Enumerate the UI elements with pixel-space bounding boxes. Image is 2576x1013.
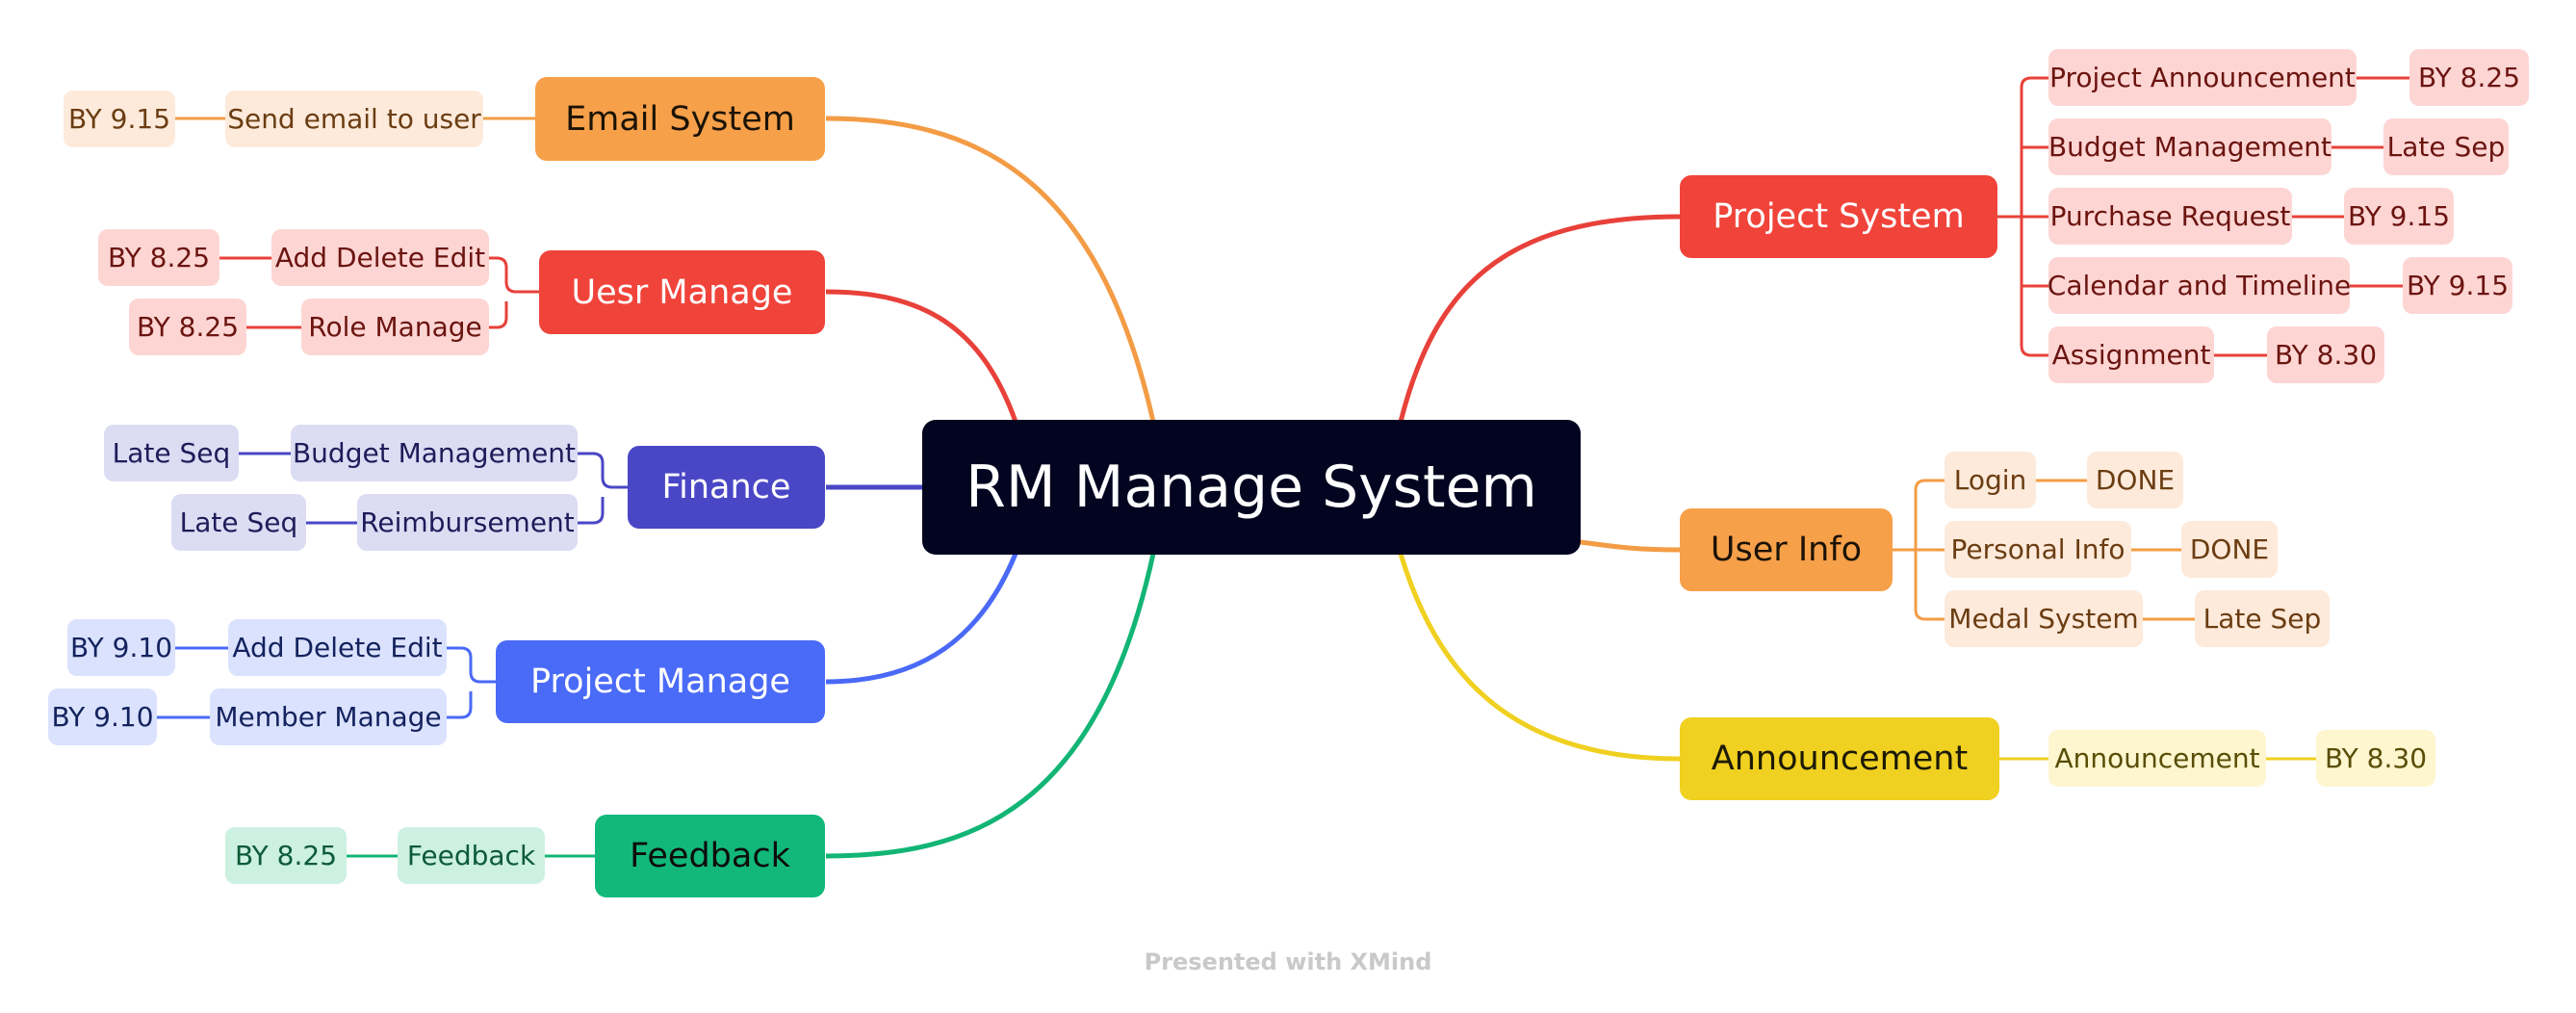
subtopic-calendar-and-timeline[interactable]: Calendar and Timeline [2048,257,2351,314]
topic-project-manage[interactable]: Project Manage [496,640,825,723]
subtopic-budget-management[interactable]: Budget Management [2048,118,2331,175]
branch-connector-email [825,116,1156,423]
subtopic-send-email[interactable]: Send email to user [225,91,483,147]
topic-user-info[interactable]: User Info [1680,508,1893,591]
subtopic-personal-info[interactable]: Personal Info [1945,521,2131,578]
status-tag[interactable]: DONE [2181,521,2278,578]
subtopic-role-manage[interactable]: Role Manage [301,299,489,355]
subtopic-announcement[interactable]: Announcement [2048,730,2266,787]
connector [1997,76,2409,357]
subtopic-feedback[interactable]: Feedback [398,827,545,884]
subtopic-member-manage[interactable]: Member Manage [210,688,447,745]
topic-project-system[interactable]: Project System [1680,175,1997,258]
topic-feedback[interactable]: Feedback [595,815,825,897]
deadline-tag[interactable]: Late Sep [2383,118,2509,175]
topic-email-system[interactable]: Email System [535,77,825,161]
deadline-tag[interactable]: BY 8.25 [129,299,246,355]
status-tag[interactable]: Late Sep [2195,590,2330,647]
subtopic-project-announcement[interactable]: Project Announcement [2048,49,2357,106]
deadline-tag[interactable]: BY 9.15 [2344,188,2454,245]
deadline-tag[interactable]: BY 8.25 [225,827,347,884]
central-topic[interactable]: RM Manage System [922,420,1581,555]
branch-connector-feedback [825,553,1156,859]
deadline-tag[interactable]: BY 9.15 [2403,257,2512,314]
subtopic-assignment[interactable]: Assignment [2048,326,2214,383]
subtopic-reimbursement[interactable]: Reimbursement [357,494,578,551]
status-tag[interactable]: DONE [2087,452,2183,508]
subtopic-medal-system[interactable]: Medal System [1945,590,2143,647]
branch-connector-announcement [1398,553,1681,762]
branch-connector-user-info [1580,539,1681,553]
deadline-tag[interactable]: BY 9.10 [67,619,175,676]
deadline-tag[interactable]: BY 8.25 [98,229,219,286]
subtopic-budget-management[interactable]: Budget Management [291,425,578,481]
connector [157,646,496,719]
footer-credit: Presented with XMind [1144,948,1432,975]
branch-connector-project-manage [825,553,1018,685]
connector [1893,479,2195,621]
topic-finance[interactable]: Finance [628,446,825,529]
deadline-tag[interactable]: Late Seq [171,494,306,551]
deadline-tag[interactable]: BY 8.30 [2316,730,2435,787]
deadline-tag[interactable]: BY 9.15 [64,91,175,147]
subtopic-purchase-request[interactable]: Purchase Request [2048,188,2292,245]
connector [239,452,628,525]
subtopic-add-delete-edit[interactable]: Add Delete Edit [271,229,489,286]
topic-announcement[interactable]: Announcement [1680,717,1999,800]
topic-user-manage[interactable]: Uesr Manage [539,250,825,334]
branch-connector-user-manage [825,289,1018,423]
deadline-tag[interactable]: BY 8.30 [2267,326,2384,383]
branch-connector-project-system [1398,214,1681,423]
deadline-tag[interactable]: Late Seq [104,425,239,481]
deadline-tag[interactable]: BY 9.10 [48,688,157,745]
connector [219,256,539,329]
subtopic-login[interactable]: Login [1945,452,2036,508]
subtopic-add-delete-edit[interactable]: Add Delete Edit [228,619,447,676]
deadline-tag[interactable]: BY 8.25 [2409,49,2529,106]
